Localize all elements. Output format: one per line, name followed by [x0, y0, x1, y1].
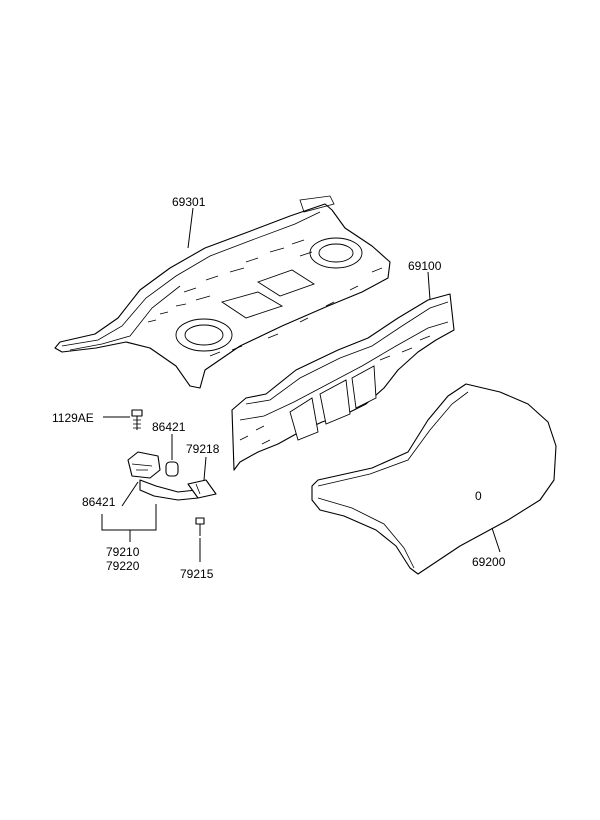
bolt-1129ae[interactable] [131, 409, 143, 430]
lid-mark: 0 [475, 489, 482, 503]
label-69200: 69200 [472, 555, 506, 569]
trunk-hinge[interactable] [127, 451, 199, 501]
label-69301: 69301 [172, 195, 206, 209]
label-69100: 69100 [408, 259, 442, 273]
label-86421-upper: 86421 [152, 420, 186, 434]
label-79210: 79210 [106, 545, 140, 559]
label-79218: 79218 [186, 442, 220, 456]
label-1129ae: 1129AE [52, 411, 94, 425]
label-79220: 79220 [106, 559, 140, 573]
leader-79218 [203, 456, 207, 481]
leader-79210-79220 [101, 504, 157, 542]
leader-69301 [187, 207, 194, 249]
trunk-lid[interactable] [311, 383, 557, 575]
leader-86421-left [121, 481, 139, 507]
hinge-bolt-79215[interactable] [195, 517, 205, 536]
bracket-79218[interactable] [187, 479, 217, 499]
bumper-86421[interactable] [165, 461, 179, 477]
label-86421-left: 86421 [82, 495, 116, 509]
rear-package-tray[interactable] [54, 195, 391, 389]
leader-69100 [427, 271, 431, 301]
leader-69200 [491, 527, 501, 553]
label-79215: 79215 [180, 567, 214, 581]
back-panel[interactable] [231, 293, 455, 471]
